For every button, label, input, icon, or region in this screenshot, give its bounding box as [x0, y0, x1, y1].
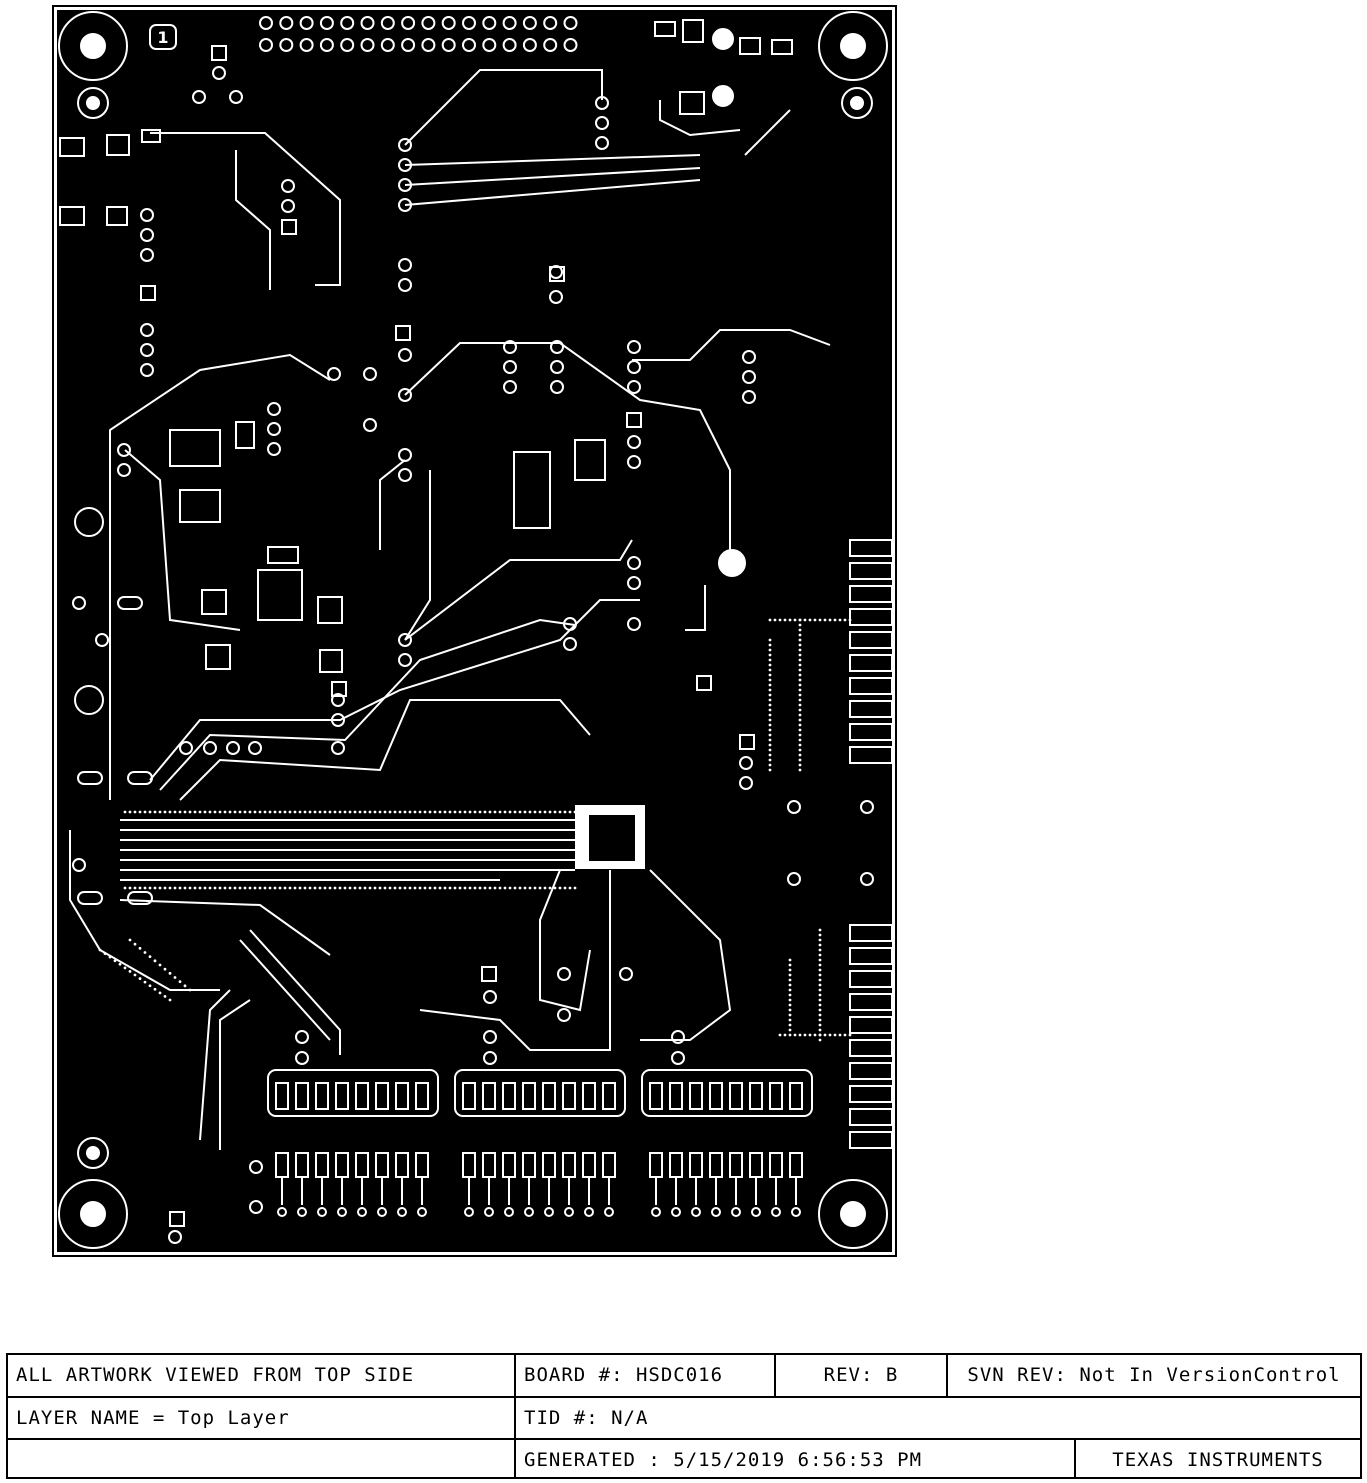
- svn-revision: SVN REV: Not In VersionControl: [946, 1355, 1360, 1396]
- copper-pour: [57, 10, 892, 1252]
- drawing-title-block: ALL ARTWORK VIEWED FROM TOP SIDE BOARD #…: [6, 1353, 1362, 1479]
- tid-number: TID #: N/A: [514, 1396, 1360, 1438]
- pin1-marker: 1: [149, 24, 177, 50]
- company-name: TEXAS INSTRUMENTS: [1074, 1438, 1360, 1477]
- mounting-holes: [58, 11, 888, 1249]
- layer-name: LAYER NAME = Top Layer: [8, 1396, 514, 1438]
- empty-cell: [8, 1438, 514, 1477]
- through-hole-pads: [72, 66, 874, 1244]
- generated-timestamp: GENERATED : 5/15/2019 6:56:53 PM: [514, 1438, 1074, 1477]
- smd-components: [59, 19, 793, 1227]
- header-connector-pads: [259, 16, 578, 52]
- pcb-top-layer-artwork: 1: [52, 5, 897, 1257]
- signal-traces: [69, 69, 831, 1150]
- revision: REV: B: [774, 1355, 946, 1396]
- view-note: ALL ARTWORK VIEWED FROM TOP SIDE: [16, 1364, 415, 1386]
- svg-text:1: 1: [157, 28, 168, 47]
- edge-connector-fingers: [849, 539, 893, 1149]
- stitching-vias: [98, 618, 852, 1042]
- main-ic-qfn: [575, 805, 645, 869]
- bottom-connector-pads: [267, 1069, 813, 1217]
- board-number: BOARD #: HSDC016: [514, 1355, 774, 1396]
